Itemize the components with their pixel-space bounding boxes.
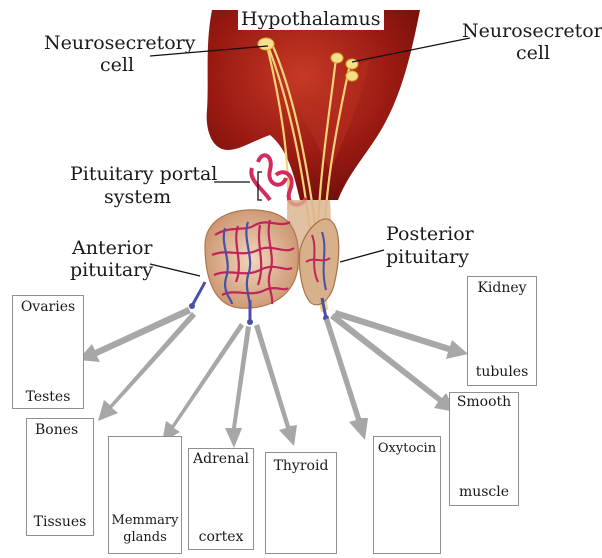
neurosecretory-cell-left-label-line2: cell xyxy=(100,54,134,76)
kidney-label: Kidney xyxy=(468,281,536,296)
posterior-pituitary-label-line1: Posterior xyxy=(386,223,474,245)
tubules-label: tubules xyxy=(468,365,536,380)
neurosecretory-cell-left-label-line1: Neurosecretory xyxy=(44,32,195,54)
target-box-thyroid: Thyroid xyxy=(265,452,337,554)
thyroid-label: Thyroid xyxy=(266,459,336,474)
bones-label: Bones xyxy=(35,423,93,438)
target-box-smooth-muscle: Smooth muscle xyxy=(449,392,519,506)
tissues-label: Tissues xyxy=(27,515,93,530)
pituitary-portal-label-line1: Pituitary portal xyxy=(70,163,217,185)
target-box-kidney: Kidney tubules xyxy=(467,276,537,386)
pituitary-portal-label-line2: system xyxy=(104,186,171,208)
smooth-label: Smooth xyxy=(450,395,518,410)
muscle-label: muscle xyxy=(450,485,518,500)
target-box-adrenal-cortex: Adrenal cortex xyxy=(188,448,254,550)
target-box-memmary-glands: Memmary glands xyxy=(108,436,182,554)
memmary-label: Memmary xyxy=(109,513,181,528)
anterior-pituitary-label-line1: Anterior xyxy=(72,237,153,259)
neurosecretory-cell-right-label-line2: cell xyxy=(516,42,550,64)
anterior-pituitary-label-line2: pituitary xyxy=(70,259,153,281)
neurosecretory-cell-right-label-line1: Neurosecretory xyxy=(462,20,602,42)
target-box-bones: Bones Tissues xyxy=(26,418,94,536)
hypothalamus-label: Hypothalamus xyxy=(238,8,384,30)
cortex-label: cortex xyxy=(189,530,253,545)
glands-label: glands xyxy=(109,530,181,545)
oxytocin-label: Oxytocin xyxy=(374,441,440,456)
target-box-ovaries: Ovaries Testes xyxy=(12,295,84,409)
adrenal-label: Adrenal xyxy=(189,452,253,467)
ovaries-label: Ovaries xyxy=(13,300,83,315)
hormone-arrows xyxy=(78,307,468,448)
target-box-oxytocin: Oxytocin xyxy=(373,436,441,554)
testes-label: Testes xyxy=(13,390,83,405)
posterior-pituitary-label-line2: pituitary xyxy=(386,246,469,268)
